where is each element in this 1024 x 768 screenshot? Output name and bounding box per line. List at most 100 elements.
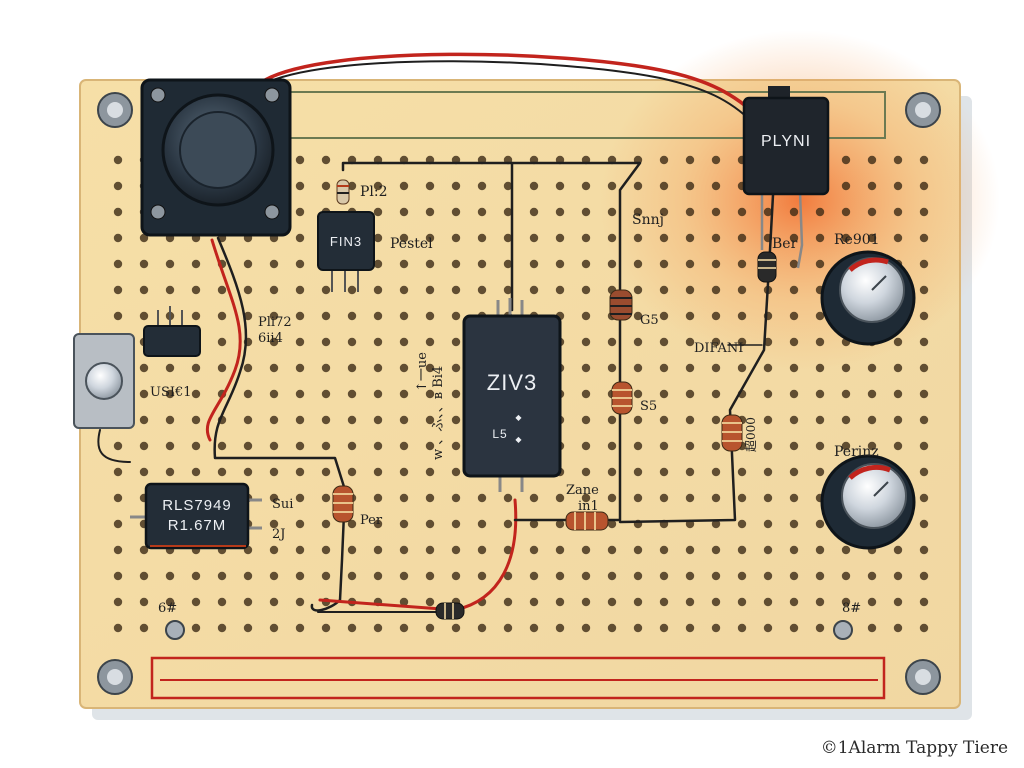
board-hole bbox=[711, 467, 721, 477]
board-hole bbox=[711, 623, 721, 633]
left-red-wire bbox=[205, 238, 242, 442]
board-hole bbox=[919, 623, 929, 633]
board-hole bbox=[555, 285, 565, 295]
main-chip: ZIV3 L5 ◆ ◆ bbox=[462, 298, 562, 492]
board-hole bbox=[425, 571, 435, 581]
board-hole bbox=[295, 389, 305, 399]
board-hole bbox=[425, 415, 435, 425]
left-black-wire bbox=[213, 236, 347, 612]
board-hole bbox=[685, 389, 695, 399]
board-hole bbox=[529, 233, 539, 243]
label-bottom-right: 8# bbox=[842, 601, 861, 616]
board-hole bbox=[737, 233, 747, 243]
board-hole bbox=[373, 207, 383, 217]
board-hole bbox=[425, 311, 435, 321]
board-hole bbox=[607, 259, 617, 269]
board-hole bbox=[919, 519, 929, 529]
board-hole bbox=[893, 441, 903, 451]
top-right-chip-label: PLYNI bbox=[761, 133, 811, 150]
board-hole bbox=[529, 181, 539, 191]
board-hole bbox=[685, 285, 695, 295]
bottom-rail bbox=[150, 656, 886, 700]
board-hole bbox=[269, 571, 279, 581]
board-hole bbox=[399, 545, 409, 555]
board-hole bbox=[867, 207, 877, 217]
board-hole bbox=[841, 155, 851, 165]
board-hole bbox=[685, 337, 695, 347]
board-hole bbox=[269, 363, 279, 373]
board-hole bbox=[295, 155, 305, 165]
label-perinz: Perinz bbox=[834, 444, 879, 460]
board-hole bbox=[893, 623, 903, 633]
board-hole bbox=[893, 207, 903, 217]
board-hole bbox=[659, 441, 669, 451]
board-hole bbox=[399, 363, 409, 373]
board-hole bbox=[789, 441, 799, 451]
board-hole bbox=[477, 519, 487, 529]
board-hole bbox=[919, 467, 929, 477]
board-hole bbox=[919, 285, 929, 295]
board-hole bbox=[113, 259, 123, 269]
board-hole bbox=[581, 233, 591, 243]
board-hole bbox=[633, 285, 643, 295]
label-snnj: Snnj bbox=[632, 212, 664, 228]
board-hole bbox=[321, 571, 331, 581]
board-hole bbox=[841, 233, 851, 243]
board-hole bbox=[607, 233, 617, 243]
board-hole bbox=[607, 571, 617, 581]
board-hole bbox=[269, 259, 279, 269]
board-hole bbox=[425, 467, 435, 477]
board-hole bbox=[425, 337, 435, 347]
board-hole bbox=[789, 259, 799, 269]
board-hole bbox=[451, 233, 461, 243]
board-hole bbox=[399, 285, 409, 295]
board-hole bbox=[243, 389, 253, 399]
board-hole bbox=[555, 597, 565, 607]
capacitor-re901 bbox=[820, 250, 916, 346]
board-hole bbox=[295, 467, 305, 477]
board-hole bbox=[217, 441, 227, 451]
board-hole bbox=[139, 311, 149, 321]
board-hole bbox=[139, 285, 149, 295]
board-hole bbox=[711, 545, 721, 555]
board-hole bbox=[633, 545, 643, 555]
label-re901: Re901 bbox=[834, 232, 880, 248]
board-hole bbox=[347, 311, 357, 321]
board-hole bbox=[347, 181, 357, 191]
board-hole bbox=[867, 597, 877, 607]
board-hole bbox=[503, 259, 513, 269]
board-hole bbox=[685, 311, 695, 321]
resistor-zane bbox=[565, 511, 609, 531]
board-hole bbox=[607, 623, 617, 633]
board-hole bbox=[425, 285, 435, 295]
board-hole bbox=[841, 441, 851, 451]
board-hole bbox=[581, 441, 591, 451]
board-hole bbox=[893, 181, 903, 191]
board-hole bbox=[113, 493, 123, 503]
board-hole bbox=[633, 441, 643, 451]
board-hole bbox=[373, 259, 383, 269]
board-hole bbox=[269, 519, 279, 529]
small-chip-label: FIN3 bbox=[330, 234, 362, 249]
board-hole bbox=[633, 259, 643, 269]
top-red-wire bbox=[263, 52, 762, 120]
label-pli72-b: 6ii4 bbox=[258, 331, 283, 346]
board-hole bbox=[399, 233, 409, 243]
board-hole bbox=[451, 363, 461, 373]
screw-top-right bbox=[905, 92, 941, 128]
board-hole bbox=[503, 285, 513, 295]
board-hole bbox=[685, 545, 695, 555]
board-hole bbox=[685, 181, 695, 191]
board-hole bbox=[685, 493, 695, 503]
board-hole bbox=[685, 623, 695, 633]
board-hole bbox=[893, 597, 903, 607]
board-hole bbox=[529, 623, 539, 633]
board-hole bbox=[633, 337, 643, 347]
board-hole bbox=[113, 233, 123, 243]
board-hole bbox=[295, 181, 305, 191]
board-hole bbox=[529, 597, 539, 607]
board-hole bbox=[243, 285, 253, 295]
board-hole bbox=[321, 363, 331, 373]
board-hole bbox=[581, 623, 591, 633]
board-hole bbox=[451, 441, 461, 451]
